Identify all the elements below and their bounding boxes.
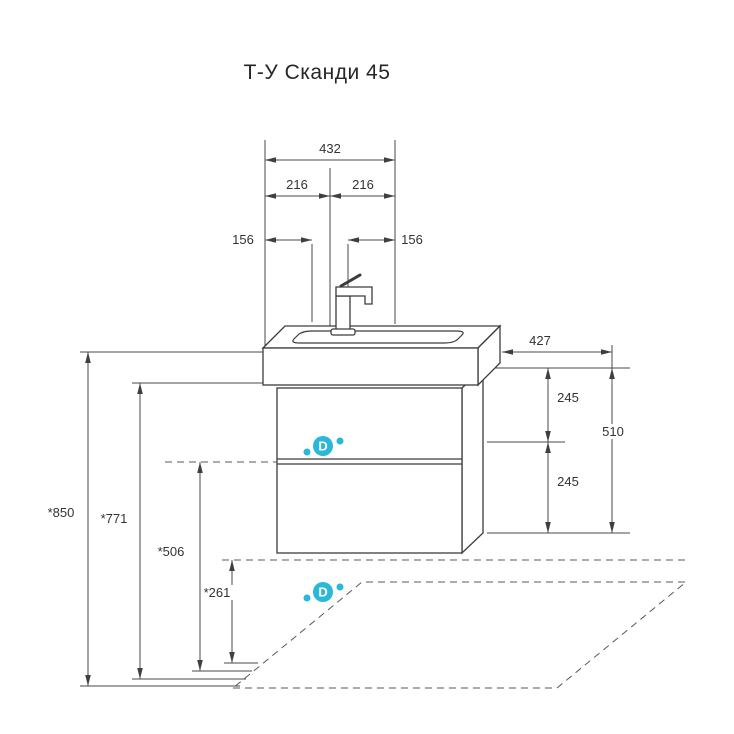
dim-overall-width-label: 432 <box>319 141 341 156</box>
faucet-base <box>330 328 356 336</box>
right-dimensions: 427 245 245 510 <box>487 333 630 534</box>
faucet-body <box>335 295 351 335</box>
faucet-lever <box>339 273 362 288</box>
dim-floor-to-basin-top-label: *850 <box>48 505 75 520</box>
floor-plane <box>165 461 688 689</box>
basin-front-face <box>262 347 479 386</box>
vanity-cabinet <box>276 366 484 555</box>
logo-circle <box>313 582 333 602</box>
logo-circle <box>313 436 333 456</box>
dim-floor-to-drawer-split-label: *506 <box>158 544 185 559</box>
faucet-spout <box>335 286 373 305</box>
washbasin <box>261 324 502 387</box>
dim-lower-section-label: 245 <box>557 474 579 489</box>
dim-depth-label: 427 <box>529 333 551 348</box>
left-dimensions: *850 *771 *506 *261 <box>48 351 276 687</box>
logo-dot-icon <box>336 583 344 591</box>
cabinet-front <box>276 387 463 554</box>
dim-floor-to-cabinet-top-label: *771 <box>101 511 128 526</box>
dim-half-right-label: 216 <box>352 177 374 192</box>
dim-upper-section-label: 245 <box>557 390 579 405</box>
label-mask <box>597 424 629 439</box>
logo-dot-icon <box>303 594 311 602</box>
logo-letter: D <box>318 585 327 600</box>
brand-logo-floor: D <box>303 582 344 602</box>
dim-offset-right-label: 156 <box>401 232 423 247</box>
basin-top-surface <box>261 325 502 349</box>
label-mask <box>201 585 234 600</box>
logo-dot-icon <box>336 437 344 445</box>
page-title: Т-У Сканди 45 <box>244 61 391 84</box>
dim-half-left-label: 216 <box>286 177 308 192</box>
logo-dot-icon <box>303 448 311 456</box>
dim-offset-left-label: 156 <box>232 232 254 247</box>
floor-outline <box>231 581 688 689</box>
brand-logo-front: D <box>303 436 344 456</box>
cabinet-side-panel <box>461 366 484 555</box>
dim-total-height-label: 510 <box>602 424 624 439</box>
dim-floor-to-cabinet-bottom-label: *261 <box>204 585 231 600</box>
logo-letter: D <box>318 439 327 454</box>
faucet <box>330 273 373 336</box>
basin-bowl-outline <box>292 330 464 344</box>
top-dimensions: 432 216 216 156 156 <box>232 140 423 346</box>
